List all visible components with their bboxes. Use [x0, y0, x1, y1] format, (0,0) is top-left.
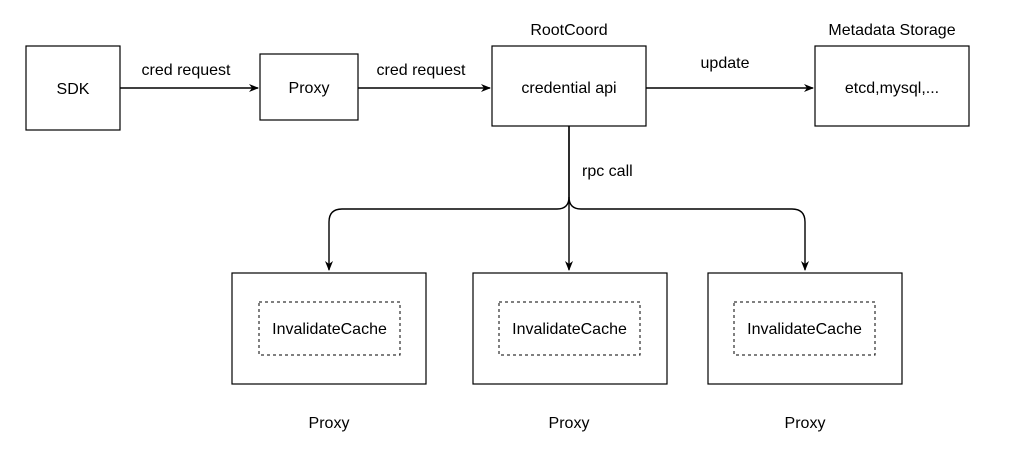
metadata-storage-title: Metadata Storage: [828, 22, 955, 39]
rootcoord-title: RootCoord: [530, 22, 607, 39]
invalidate-cache-label: InvalidateCache: [747, 321, 862, 338]
proxy-instance-label: Proxy: [309, 415, 350, 432]
edge-label-rpc-call: rpc call: [582, 163, 633, 180]
proxy-node: Proxy: [259, 53, 359, 121]
proxy-instance-3: InvalidateCache Proxy: [707, 272, 903, 432]
proxy-instance-label: Proxy: [549, 415, 590, 432]
sdk-label: SDK: [57, 81, 90, 98]
sdk-node: SDK: [25, 45, 121, 131]
metadata-storage-node: etcd,mysql,...: [814, 45, 970, 127]
edge-label-rootcoord-to-storage: update: [701, 55, 750, 72]
storage-label: etcd,mysql,...: [845, 80, 939, 97]
proxy-instance-1: InvalidateCache Proxy: [231, 272, 427, 432]
edge-rootcoord-to-proxy-1: [325, 126, 570, 271]
proxy-label: Proxy: [289, 80, 330, 97]
edge-label-sdk-to-proxy: cred request: [142, 62, 231, 79]
credential-api-label: credential api: [521, 80, 616, 97]
proxy-instance-label: Proxy: [785, 415, 826, 432]
invalidate-cache-label: InvalidateCache: [512, 321, 627, 338]
edge-label-proxy-to-rootcoord: cred request: [377, 62, 466, 79]
invalidate-cache-label: InvalidateCache: [272, 321, 387, 338]
rootcoord-node: credential api: [491, 45, 647, 127]
edge-rootcoord-to-proxy-3: [568, 196, 809, 271]
proxy-instance-2: InvalidateCache Proxy: [472, 272, 668, 432]
